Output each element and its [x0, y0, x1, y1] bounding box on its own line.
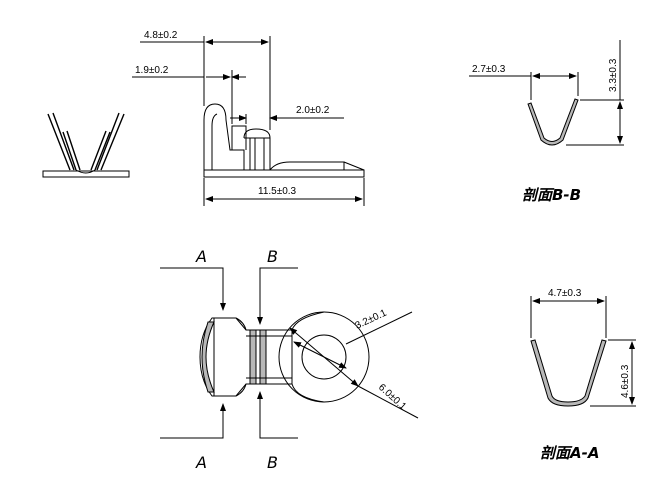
- side-view-barrel: [243, 128, 271, 170]
- end-view-right-wing: [96, 112, 125, 171]
- plan-view-ring-outer: [278, 311, 370, 403]
- dim-11-5-label: 11.5±0.3: [258, 186, 297, 197]
- cut-b-top-letter: B: [267, 247, 278, 266]
- end-view: [42, 112, 130, 178]
- side-view-ring-plate: [269, 161, 345, 171]
- dim-1-9-label: 1.9±0.2: [135, 65, 169, 76]
- cut-b-bottom-line: [259, 394, 298, 439]
- dim-6-0-label: 6.0±0.1: [376, 382, 408, 413]
- cut-a-top-line: [160, 267, 224, 306]
- cut-a-bottom-line: [160, 408, 224, 439]
- side-view-tab-inner: [211, 113, 218, 170]
- side-view-base: [203, 169, 365, 178]
- section-a-a-caption: 剖面A-A: [540, 444, 599, 462]
- plan-view: 3.2±0.1 6.0±0.1 A B A B: [160, 247, 419, 472]
- plan-view-crimp-corners: [235, 317, 247, 397]
- dim-3-3-label: 3.3±0.3: [608, 58, 619, 92]
- side-view-ring-edge: [343, 161, 365, 171]
- dim-6-0-line: [289, 327, 359, 387]
- dim-3-2-label: 3.2±0.1: [354, 307, 389, 331]
- plan-view-ring-neck: [291, 311, 325, 403]
- end-view-right-inner-wing: [90, 130, 111, 171]
- plan-view-barrel-wall-right: [259, 329, 267, 385]
- end-view-bottom-curve: [75, 169, 96, 174]
- section-a-a-profile: [530, 339, 607, 407]
- dim-2-7-label: 2.7±0.3: [472, 64, 506, 75]
- end-view-left-wing: [47, 112, 75, 171]
- side-view-crimp-tab: [203, 103, 245, 171]
- section-b-b-profile: [527, 98, 579, 146]
- cut-a-bottom-letter: A: [195, 453, 207, 472]
- dim-4-6-label: 4.6±0.3: [620, 364, 631, 398]
- end-view-left-inner-wing: [62, 130, 81, 171]
- dim-4-7-label: 4.7±0.3: [548, 288, 582, 299]
- section-b-b-caption: 剖面B-B: [522, 186, 581, 204]
- dim-4-8-label: 4.8±0.2: [144, 30, 178, 41]
- dim-6-0-leader: [357, 385, 419, 419]
- plan-view-barrel-wall-left: [249, 329, 257, 385]
- side-view-barrel-walls: [249, 138, 265, 170]
- side-view: 4.8±0.2 1.9±0.2 2.0±0.2 11.5±0.3: [132, 30, 365, 206]
- section-a-a: 4.7±0.3 4.6±0.3 剖面A-A: [530, 288, 636, 462]
- plan-view-crimp-outline: [199, 317, 293, 397]
- cut-b-top-line: [259, 267, 298, 322]
- cut-b-bottom-letter: B: [267, 453, 278, 472]
- end-view-base-plate: [42, 170, 130, 178]
- cut-a-top-letter: A: [195, 247, 207, 266]
- dim-2-0-label: 2.0±0.2: [296, 105, 330, 116]
- section-b-b: 2.7±0.3 3.3±0.3 剖面B-B: [469, 40, 624, 204]
